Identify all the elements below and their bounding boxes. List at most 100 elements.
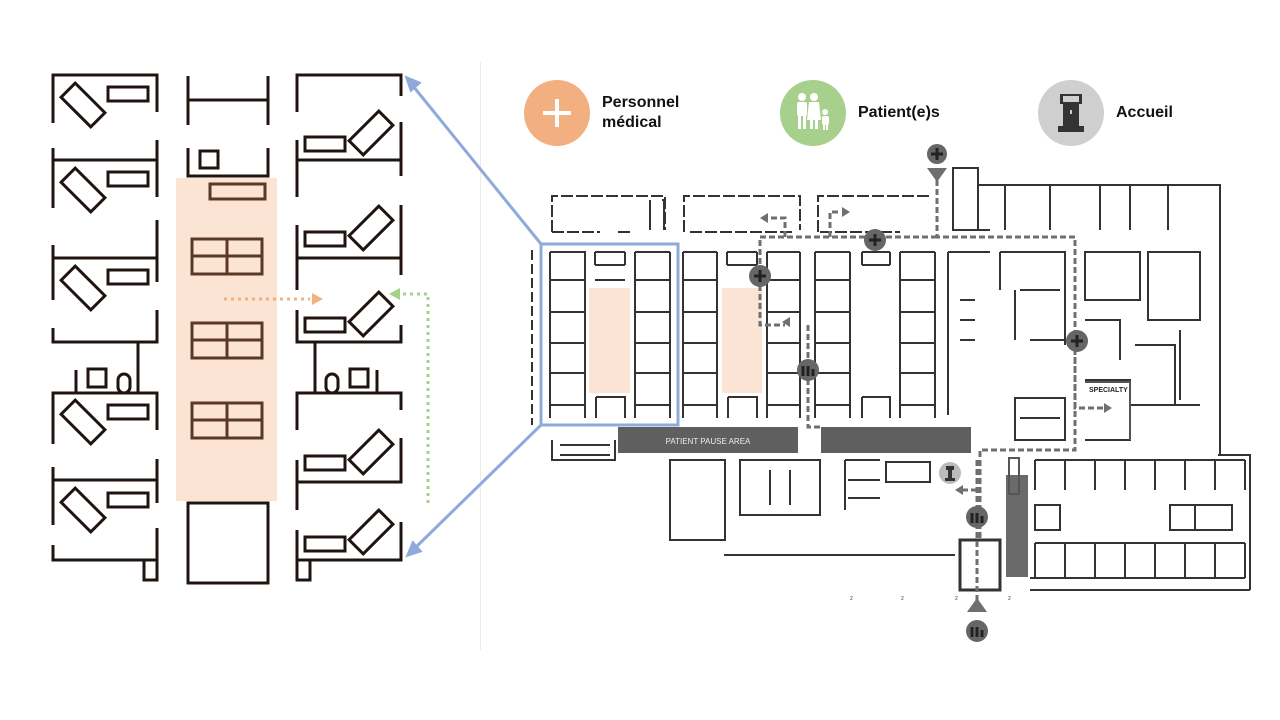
patient-path [806,325,820,429]
wall [683,195,801,233]
bed [106,85,150,103]
bathroom-wall [51,370,159,444]
patient-marker [966,620,988,642]
bed-tilted [346,108,396,158]
patient-marker [966,506,988,528]
storage-room [186,501,270,585]
medical-staff-flow-arrow [224,293,323,305]
wall [551,195,666,233]
wall [1014,397,1066,441]
reception-kiosk-icon [1058,94,1084,132]
bed [106,403,150,421]
legend-item-patients: Patient(e)s [780,80,940,146]
bed [303,454,347,472]
wall [551,440,616,461]
ward-rooms [549,251,936,418]
bed-tilted [58,397,108,447]
circulation-paths [758,180,1105,600]
legend-item-medical-staff: Personnel médical [524,80,702,146]
wall [844,459,880,510]
staff-marker [1066,330,1088,352]
room-wall [51,140,159,208]
nurse-station-furniture [190,182,267,440]
scale-mark: 2 [901,596,904,602]
room-wall [295,522,403,582]
bed [303,535,347,553]
staff-marker [749,265,771,287]
bed-tilted [346,507,396,557]
wall [952,167,990,231]
path-arrows [760,168,1112,612]
entrance-path [960,460,979,600]
arrow-left-icon [955,485,963,495]
legend-medical-badge [524,80,590,146]
corridor-wall-block [1008,457,1020,495]
wall [1084,251,1201,321]
cabinet [190,321,264,360]
legend-label-line1: Personnel [602,94,680,111]
wall [669,459,726,541]
bed-tilted [346,427,396,477]
patient-pause-area-label: PATIENT PAUSE AREA [666,437,751,446]
toilet [324,372,340,395]
room-wall [51,528,159,582]
wall [1085,330,1200,441]
room-wall [295,122,403,197]
bed [303,230,347,248]
arrow-left-icon [760,213,768,223]
bed-tilted [58,165,108,215]
patient-flow-arrow [389,288,430,503]
wall [978,184,1221,280]
bed [106,268,150,286]
utility-room-wall [186,76,270,125]
legend-patients-badge [780,80,846,146]
counter [208,182,267,201]
toilet [116,372,132,395]
floor-plan-walls [531,167,1251,592]
wall [739,459,821,516]
room-wall [295,438,403,510]
staff-marker [864,229,886,251]
bed [106,170,150,188]
arrow-left-icon [782,317,790,327]
bed-tilted [58,263,108,313]
entrance-arrow-up-icon [967,598,987,612]
room-wall [295,310,403,393]
room-wall [51,220,159,300]
sink [348,367,370,389]
staff-path-branch [770,210,840,237]
bed [303,316,347,334]
bed [303,135,347,153]
cabinet [190,401,264,440]
scale-mark: 2 [850,596,853,602]
staff-marker [927,144,947,164]
wall [947,251,990,415]
wall [958,538,1002,592]
left-rooms [51,73,403,585]
wall [999,251,1066,345]
patient-marker [797,359,819,381]
wall [649,199,665,230]
family-icon [797,93,829,130]
specialty-room [1085,381,1131,440]
plus-icon [543,99,571,127]
wall [885,461,931,483]
zoom-highlight-box [539,242,680,427]
reception-marker [939,462,961,484]
cabinet [190,237,264,276]
legend-label-line2: médical [602,114,662,131]
room-wall [51,73,159,123]
legend-label-reception: Accueil [1116,104,1173,121]
room-wall [295,73,403,112]
legend-item-reception: Accueil [1038,80,1173,146]
bed-tilted [346,289,396,339]
patient-path-2 [1073,340,1105,410]
legend-label-patients: Patient(e)s [858,104,940,121]
scale-mark: 2 [1008,596,1011,602]
medical-staff-zone-2 [722,288,762,393]
detail-plan [51,73,430,585]
room-wall [51,459,159,525]
medical-staff-zone-1 [589,288,630,393]
scale-mark: 2 [955,596,958,602]
wall [817,195,930,233]
